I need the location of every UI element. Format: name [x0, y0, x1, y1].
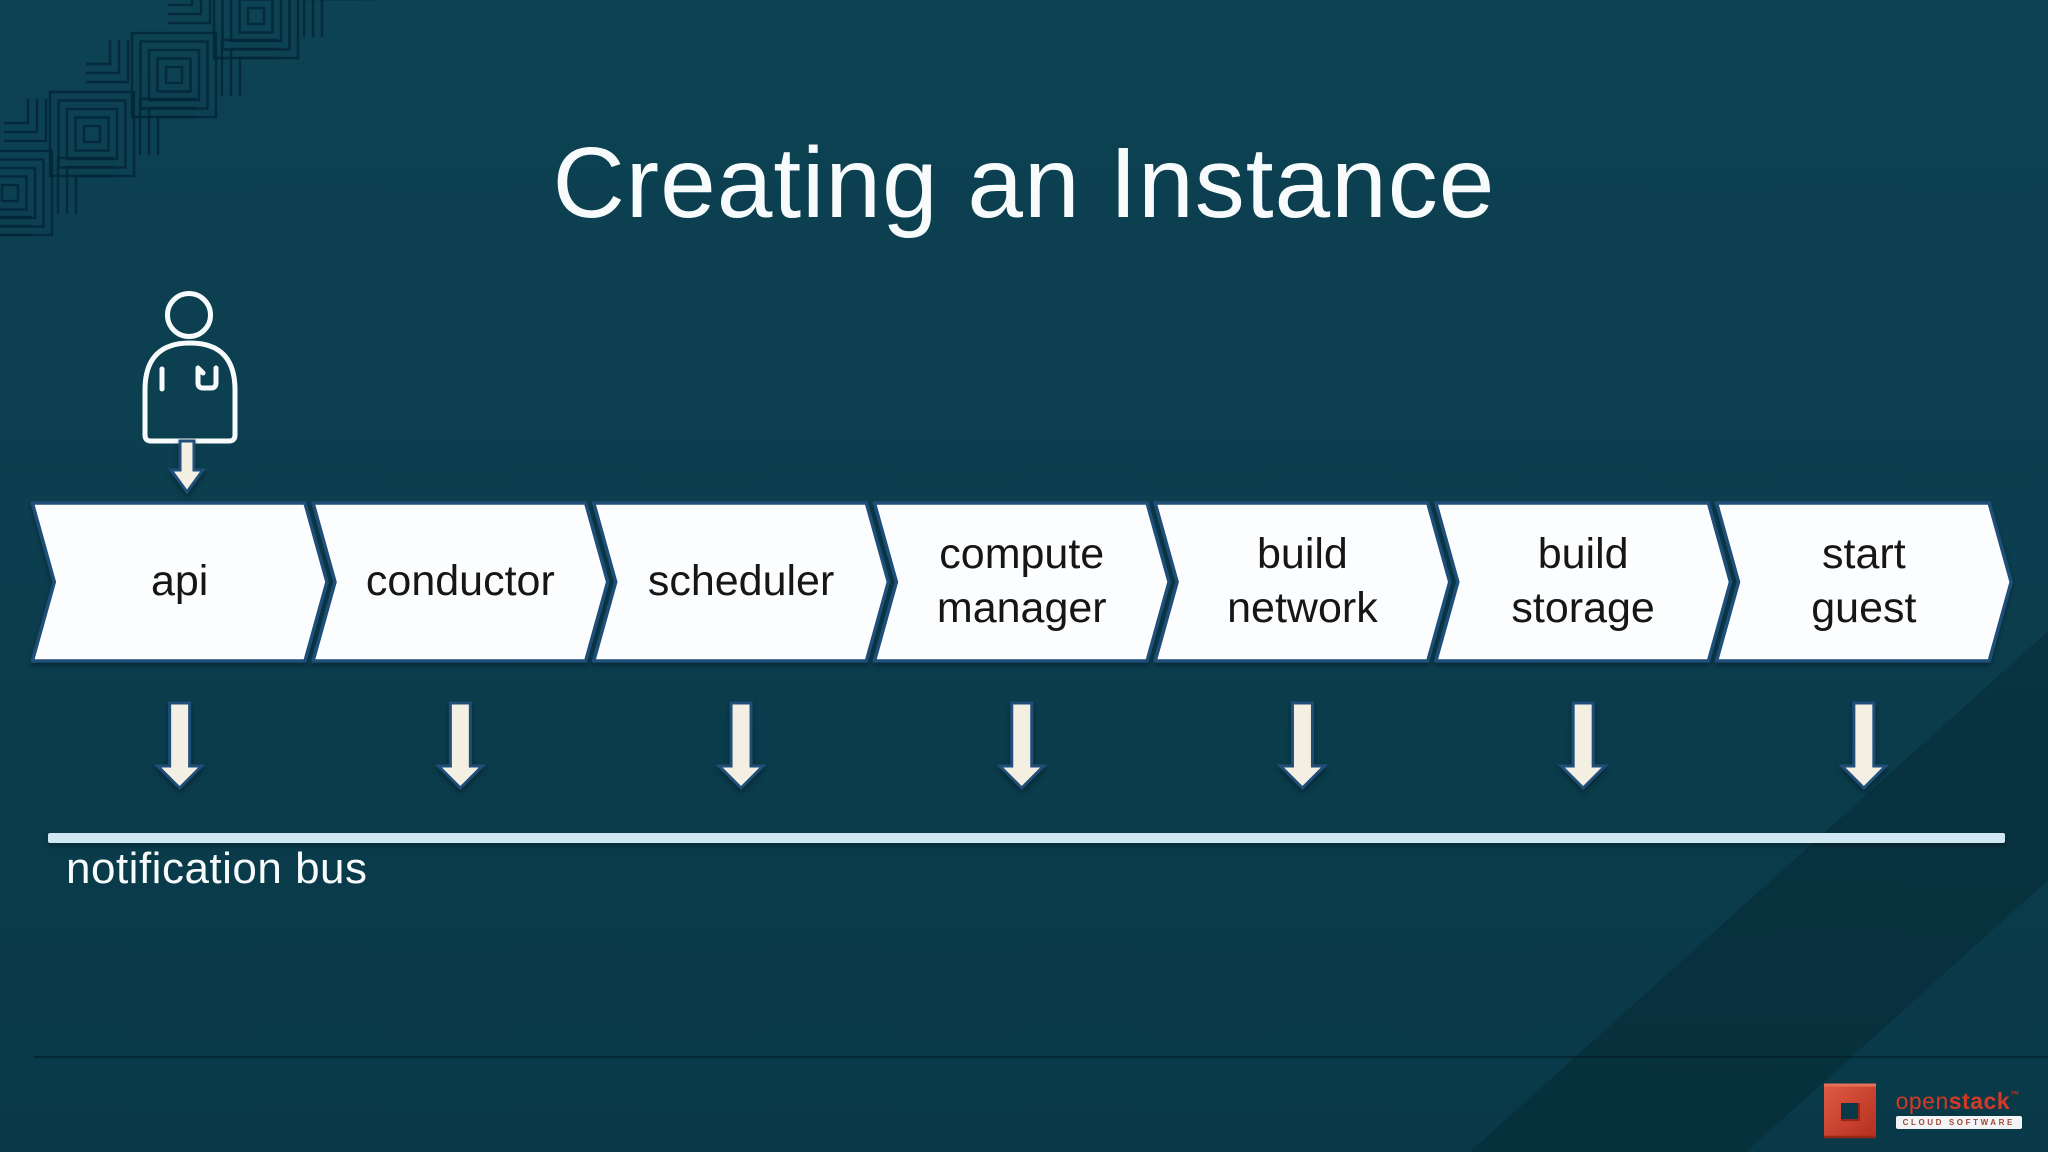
notification-bus-label: notification bus	[66, 844, 368, 893]
slide-title: Creating an Instance	[552, 127, 1496, 239]
corner-pattern-decoration	[0, 0, 382, 237]
user-icon	[142, 291, 238, 444]
bus-arrow-api	[154, 701, 206, 791]
notification-bus-line	[48, 833, 2005, 843]
user-to-pipeline-arrow	[168, 439, 206, 495]
brand-name: openstack™	[1895, 1087, 2020, 1114]
footer-divider	[34, 1056, 2048, 1058]
brand-tagline-badge: CLOUD SOFTWARE	[1895, 1115, 2022, 1129]
stage-label-api: api	[150, 557, 209, 606]
openstack-cube-icon	[1823, 1083, 1876, 1139]
bus-arrow-conductor	[434, 701, 486, 791]
bus-arrow-compute-manager	[996, 701, 1048, 791]
bus-arrow-scheduler	[715, 701, 767, 791]
pipeline-chevrons	[30, 501, 2013, 663]
openstack-logo: openstack™ CLOUD SOFTWARE	[1820, 1078, 2022, 1140]
stage-label-compute-manager: compute manager	[936, 530, 1107, 632]
stage-label-start-guest: start guest	[1811, 530, 1917, 632]
openstack-wordmark: openstack™ CLOUD SOFTWARE	[1895, 1087, 2022, 1129]
stage-label-scheduler: scheduler	[647, 557, 835, 606]
bus-arrow-build-network	[1276, 701, 1329, 791]
stage-chevron-scheduler	[591, 501, 891, 663]
stage-chevron-api	[30, 501, 329, 663]
stage-chevron-start-guest	[1714, 501, 2013, 663]
stage-label-build-network: build network	[1227, 530, 1378, 632]
bus-arrow-build-storage	[1557, 701, 1609, 791]
stage-label-build-storage: build storage	[1511, 530, 1655, 632]
stage-chevron-build-network	[1153, 501, 1452, 663]
stage-chevron-build-storage	[1434, 501, 1733, 663]
stage-label-conductor: conductor	[365, 557, 555, 606]
notification-arrows	[154, 701, 1890, 791]
bus-arrow-start-guest	[1838, 701, 1890, 791]
stage-chevron-conductor	[311, 501, 610, 663]
stage-chevron-compute-manager	[872, 501, 1171, 663]
